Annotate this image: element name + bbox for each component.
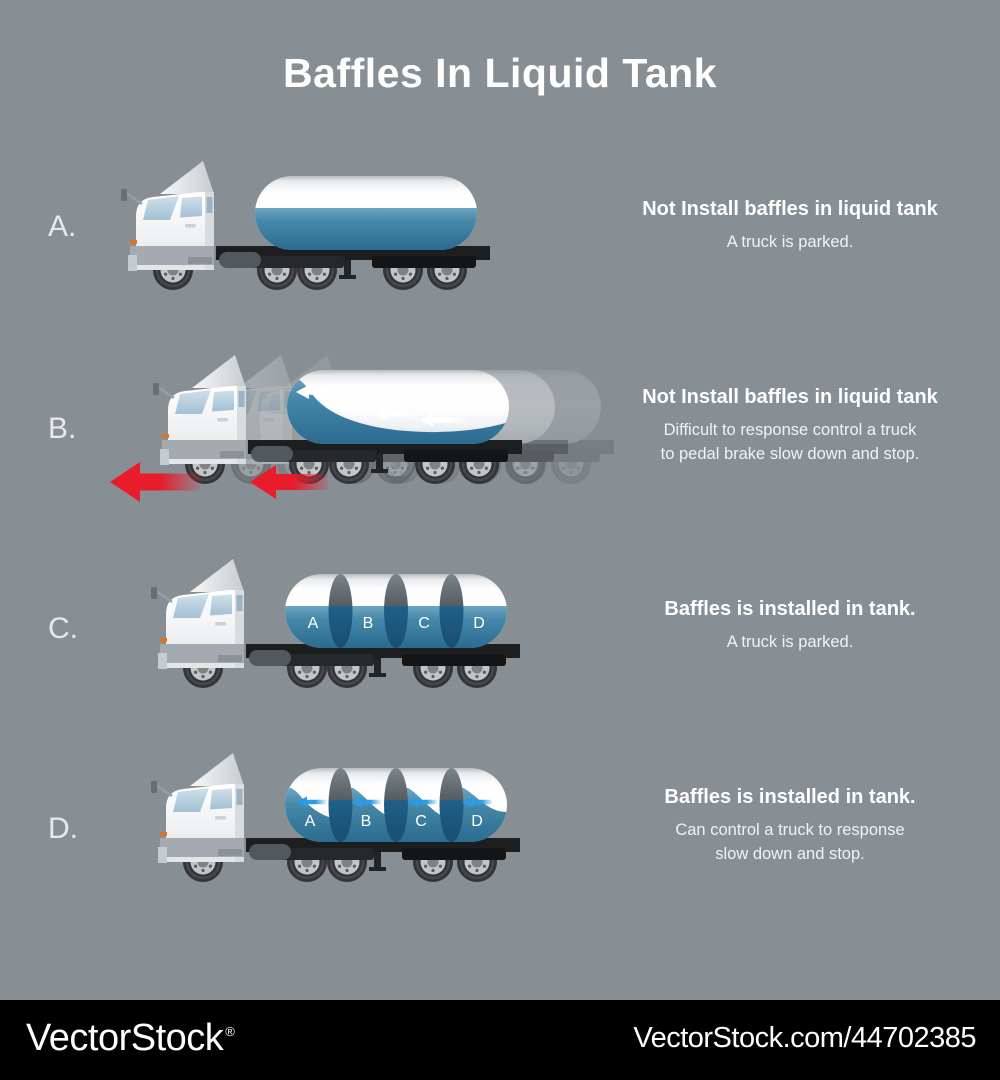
row-subline: to pedal brake slow down and stop.	[660, 445, 920, 463]
row-subline: Can control a truck to response	[675, 821, 905, 839]
row-label-c: C.	[48, 612, 78, 645]
row-subline: slow down and stop.	[715, 845, 865, 863]
compartment-label-b: B	[361, 813, 372, 830]
footer-bar: VectorStock® VectorStock.com/44702385	[0, 1000, 1000, 1080]
vectorstock-logo: VectorStock®	[26, 1016, 235, 1060]
row-heading: Not Install baffles in liquid tank	[642, 386, 938, 408]
truck-b-no-baffles-braking	[110, 355, 614, 502]
row-text-d: Baffles is installed in tank. Can contro…	[590, 786, 990, 866]
tank-liquid-sloshing	[287, 375, 509, 444]
row-subline: Difficult to response control a truck	[663, 421, 917, 439]
row-label-b: B.	[48, 412, 77, 445]
row-subline: A truck is parked.	[726, 633, 854, 651]
image-credit: VectorStock.com/44702385	[633, 1022, 976, 1055]
registered-mark: ®	[225, 1024, 235, 1040]
truck-d-baffles-braking: A B C D	[151, 753, 520, 882]
row-heading: Baffles is installed in tank.	[664, 786, 916, 808]
compartment-label-a: A	[305, 813, 316, 830]
compartment-label-a: A	[308, 615, 319, 632]
truck-a-no-baffles-parked	[121, 161, 490, 290]
compartment-label-b: B	[363, 615, 374, 632]
truck-c-baffles-parked: A B C D	[151, 559, 520, 688]
brake-deceleration-arrows-red	[110, 462, 328, 502]
tank-liquid-flat	[255, 208, 477, 250]
row-heading: Baffles is installed in tank.	[664, 598, 916, 620]
row-label-d: D.	[48, 812, 78, 845]
page-title: Baffles In Liquid Tank	[283, 50, 717, 96]
row-text-c: Baffles is installed in tank. A truck is…	[590, 598, 990, 654]
row-heading: Not Install baffles in liquid tank	[642, 198, 938, 220]
baffle-plates	[328, 574, 464, 648]
row-label-a: A.	[48, 210, 77, 243]
row-text-a: Not Install baffles in liquid tank A tru…	[590, 198, 990, 254]
compartment-labels: A B C D	[305, 813, 483, 830]
row-subline: A truck is parked.	[726, 233, 854, 251]
brand-text: VectorStock	[26, 1016, 224, 1059]
compartment-labels: A B C D	[308, 615, 485, 632]
row-text-b: Not Install baffles in liquid tank Diffi…	[590, 386, 990, 466]
compartment-label-c: C	[418, 615, 430, 632]
compartment-label-d: D	[473, 615, 485, 632]
compartment-label-c: C	[415, 813, 427, 830]
baffle-plates	[328, 768, 464, 842]
compartment-label-d: D	[471, 813, 483, 830]
liquid-motion-arrows-white	[296, 385, 468, 427]
compartment-motion-arrows-blue	[296, 796, 492, 808]
